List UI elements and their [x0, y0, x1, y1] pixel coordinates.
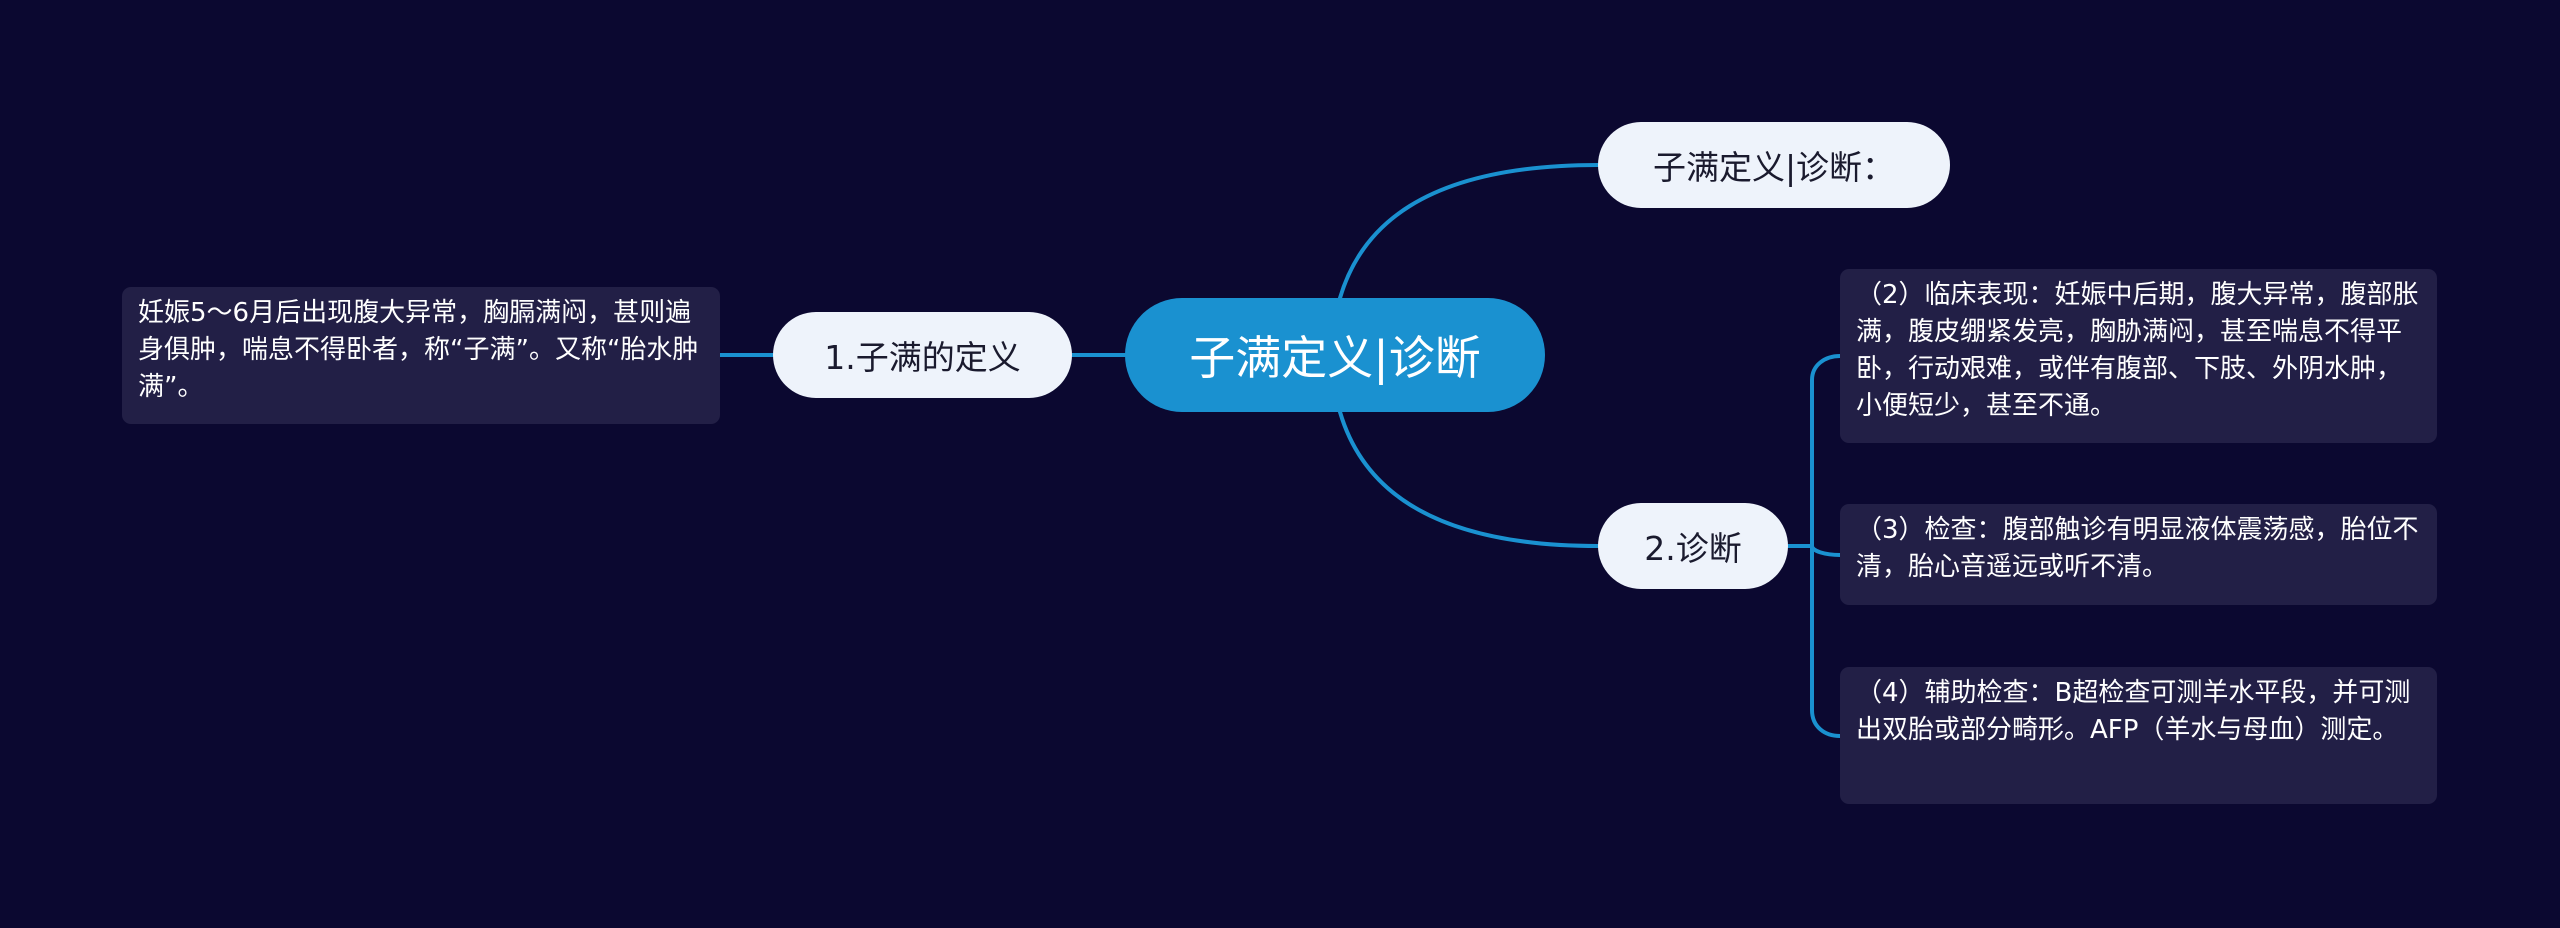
topic-diagnosis[interactable]: 2.诊断: [1598, 503, 1788, 589]
topic-diagnosis-label: 2.诊断: [1644, 529, 1742, 568]
definition-detail-text: 妊娠5～6月后出现腹大异常，胸膈满闷，甚则遍身俱肿，喘息不得卧者，称“子满”。又…: [138, 298, 699, 402]
link-diagnosis-to-clinical: [1810, 354, 1842, 548]
diagnosis-clinical-text: （2）临床表现：妊娠中后期，腹大异常，腹部胀满，腹皮绷紧发亮，胸胁满闷，甚至喘息…: [1856, 280, 2419, 421]
topic-definition-label: 1.子满的定义: [824, 338, 1021, 377]
link-diagnosis-to-exam: [1810, 544, 1842, 557]
topic-definition-diagnosis[interactable]: 子满定义|诊断：: [1598, 122, 1950, 208]
diagnosis-exam-text: （3）检查：腹部触诊有明显液体震荡感，胎位不清，胎心音遥远或听不清。: [1856, 515, 2419, 582]
topic-definition[interactable]: 1.子满的定义: [773, 312, 1072, 398]
diagnosis-auxiliary-card[interactable]: （4）辅助检查：B超检查可测羊水平段，并可测出双胎或部分畸形。AFP（羊水与母血…: [1840, 667, 2437, 804]
topic-definition-diagnosis-label: 子满定义|诊断：: [1652, 148, 1896, 187]
diagnosis-clinical-card[interactable]: （2）临床表现：妊娠中后期，腹大异常，腹部胀满，腹皮绷紧发亮，胸胁满闷，甚至喘息…: [1840, 269, 2437, 443]
definition-detail-card[interactable]: 妊娠5～6月后出现腹大异常，胸膈满闷，甚则遍身俱肿，喘息不得卧者，称“子满”。又…: [122, 287, 720, 424]
diagnosis-auxiliary-text: （4）辅助检查：B超检查可测羊水平段，并可测出双胎或部分畸形。AFP（羊水与母血…: [1856, 678, 2411, 745]
diagnosis-exam-card[interactable]: （3）检查：腹部触诊有明显液体震荡感，胎位不清，胎心音遥远或听不清。: [1840, 504, 2437, 605]
link-root-to-diagnosis: [1338, 410, 1600, 548]
link-root-to-def-title: [1338, 163, 1600, 300]
root-topic[interactable]: 子满定义|诊断: [1125, 298, 1545, 412]
root-topic-label: 子满定义|诊断: [1189, 331, 1481, 385]
link-diagnosis-to-aux: [1810, 544, 1842, 738]
